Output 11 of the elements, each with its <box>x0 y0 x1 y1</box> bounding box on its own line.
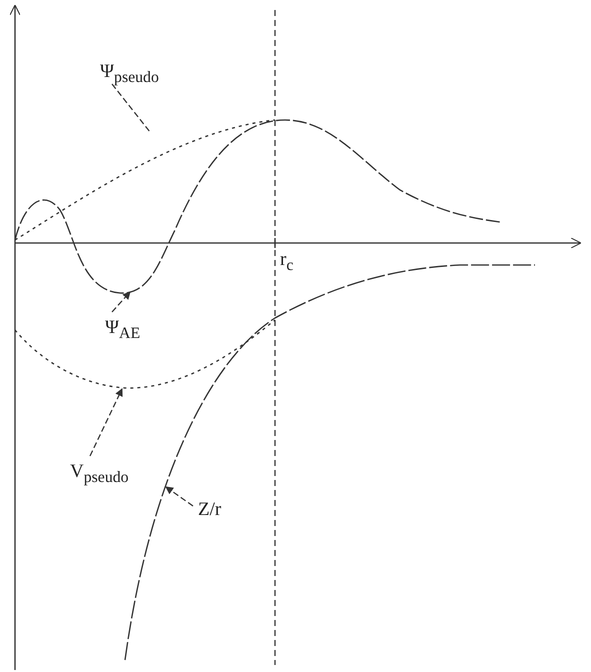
axis-label: r$_{c}$ <box>280 250 294 274</box>
leader-line <box>112 291 131 312</box>
leader-line <box>89 388 123 456</box>
all-electron-wavefunction-curve <box>14 119 500 294</box>
curve-label: Ψ$_{pseudo}$ <box>100 62 159 86</box>
curve-label: Z/r <box>198 500 222 519</box>
leader-line <box>112 84 150 132</box>
leader-line <box>165 486 194 506</box>
curve-label: Ψ$_{AE}$ <box>105 318 140 342</box>
pseudopotential-curve <box>14 320 276 389</box>
curve-label: V$_{pseudo}$ <box>70 462 129 486</box>
